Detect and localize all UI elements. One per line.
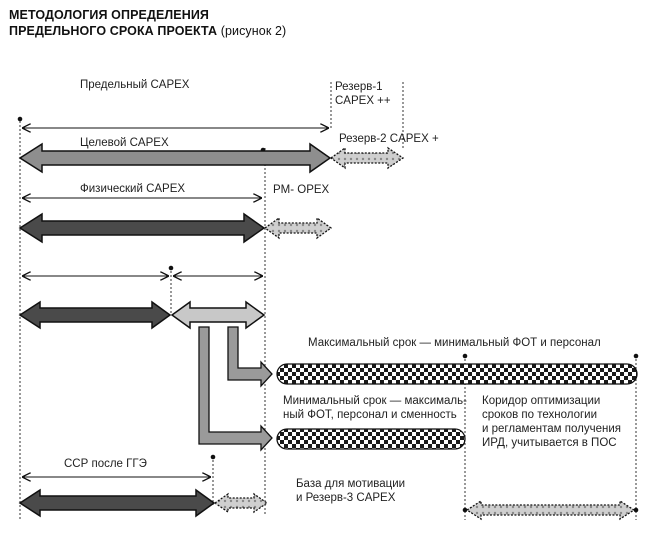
label-base-line2: и Резерв-3 CAPEX xyxy=(296,492,396,504)
label-corridor-line4: ИРД, учитывается в ПОС xyxy=(482,437,617,449)
label-ssr: ССР после ГГЭ xyxy=(64,458,147,470)
bar-min-term xyxy=(276,428,466,450)
title-note: (рисунок 2) xyxy=(220,24,287,38)
label-base-line1: База для мотивации xyxy=(296,478,405,490)
label-pm-opex: PM- OPEX xyxy=(273,184,330,196)
label-physical-capex: Физический CAPEX xyxy=(80,183,185,195)
dot-ssr xyxy=(210,454,216,460)
arrow-pm-opex xyxy=(263,216,333,240)
dot-start xyxy=(17,116,23,122)
dot-split xyxy=(168,265,174,271)
label-reserve-1-line2: CAPEX ++ xyxy=(335,95,391,107)
dot-corridor-end xyxy=(633,353,639,359)
bar-max-term xyxy=(276,363,638,385)
arrow-physical-capex xyxy=(18,212,266,244)
elbow-arrow-min-term xyxy=(198,326,273,452)
dot-bottom-left xyxy=(462,507,468,513)
arrow-split-right xyxy=(170,300,266,330)
arrow-reserve-2 xyxy=(329,146,405,170)
label-limit-capex: Предельный CAPEX xyxy=(80,79,190,91)
label-max-term: Максимальный срок — минимальный ФОТ и пе… xyxy=(308,337,601,349)
arrow-ssr xyxy=(18,488,216,518)
arrow-split-left xyxy=(18,300,172,330)
label-reserve-1-line1: Резерв-1 xyxy=(335,81,383,93)
label-reserve-2: Резерв-2 CAPEX + xyxy=(339,133,439,145)
arrow-reserve-3 xyxy=(213,492,269,514)
arrow-corridor xyxy=(465,499,636,521)
title-line-2: предельного срока проекта (рисунок 2) xyxy=(9,23,286,39)
title-line-1: Методология определения xyxy=(9,8,209,22)
dot-corridor-start xyxy=(462,353,468,359)
dimension-lines xyxy=(22,128,329,477)
diagram-labels: Предельный CAPEX Резерв-1 CAPEX ++ Целев… xyxy=(64,79,621,504)
guide-lines xyxy=(19,82,637,520)
label-target-capex: Целевой CAPEX xyxy=(80,137,169,149)
label-corridor-line2: сроков по технологии xyxy=(482,409,597,421)
diagram-title: Методология определения предельного срок… xyxy=(9,7,286,39)
label-corridor-line1: Коридор оптимизации xyxy=(482,395,600,407)
label-min-term-line2: ный ФОТ, персонал и сменность xyxy=(283,409,457,421)
arrow-target-capex xyxy=(18,142,332,174)
label-min-term-line1: Минимальный срок — максималь- xyxy=(283,395,467,407)
elbow-arrow-max-term xyxy=(227,326,273,388)
dot-bottom-right xyxy=(633,507,639,513)
label-corridor-line3: и регламентам получения xyxy=(482,423,621,435)
title-line-2-bold: предельного срока проекта xyxy=(9,24,218,38)
